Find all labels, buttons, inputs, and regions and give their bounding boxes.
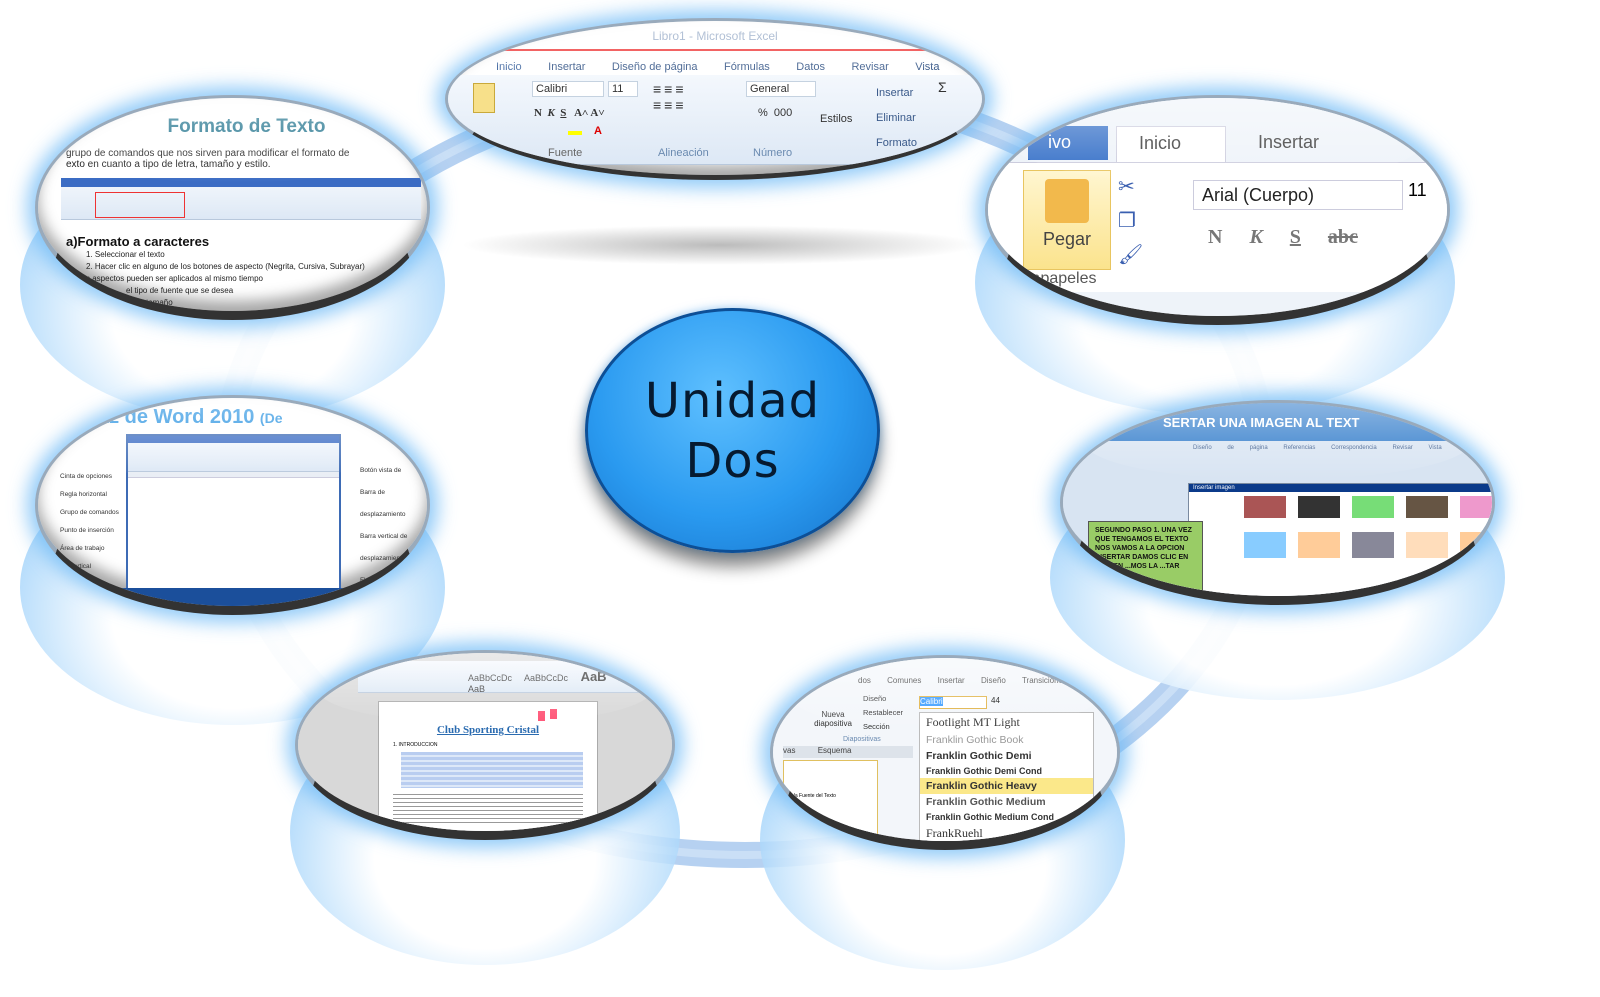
powerpoint-fonts-lens: dos Comunes Insertar Diseño Transiciones… bbox=[770, 655, 1120, 850]
font-option[interactable]: Footlight MT Light bbox=[926, 715, 1020, 729]
size-select[interactable]: 11 bbox=[1408, 180, 1427, 200]
shadow bbox=[460, 225, 980, 265]
format-buttons[interactable]: N K S A˄ A˅ bbox=[534, 107, 605, 119]
section-heading: a)Formato a caracteres bbox=[66, 234, 210, 249]
clipboard-tools[interactable]: ✂❐🖌 bbox=[1118, 176, 1144, 266]
tab-archivo[interactable]: ivo bbox=[1028, 126, 1108, 160]
tab-inicio[interactable]: Inicio bbox=[1116, 126, 1226, 162]
group-numero: Número bbox=[753, 147, 793, 159]
tab-inicio[interactable]: Inicio bbox=[496, 61, 522, 73]
tab-datos[interactable]: Datos bbox=[796, 61, 826, 73]
document-heading: Club Sporting Cristal bbox=[436, 724, 540, 736]
size-select[interactable]: 44 bbox=[991, 696, 1000, 705]
slide-thumbnail: ndo la Fuente del Texto bbox=[783, 760, 878, 841]
font-option-selected[interactable]: Franklin Gothic Heavy bbox=[920, 778, 1093, 794]
word-ribbon-thumbnail bbox=[61, 178, 421, 220]
number-format-select[interactable]: General bbox=[746, 81, 816, 97]
tab-insertar[interactable]: Insertar bbox=[548, 61, 586, 73]
section-heading: 1. INTRODUCCION bbox=[393, 742, 438, 748]
ribbon-tabs: Diseño de página Referencias Corresponde… bbox=[1193, 445, 1442, 451]
intro-text: exto en cuanto a tipo de letra, tamaño y… bbox=[66, 159, 271, 170]
tab-diseno[interactable]: Diseño de página bbox=[611, 61, 698, 73]
clipboard-icon bbox=[1045, 179, 1089, 223]
paste-button[interactable]: Pegar bbox=[1023, 170, 1111, 270]
font-option[interactable]: Franklin Gothic Medium bbox=[926, 796, 1046, 808]
instruction-note: SEGUNDO PASO 1. UNA VEZ QUE TENGAMOS EL … bbox=[1088, 521, 1203, 596]
group-fuente: Fuente bbox=[548, 147, 583, 159]
format-buttons[interactable]: N K S abc bbox=[1208, 226, 1358, 248]
paste-label: Pegar bbox=[1042, 229, 1092, 249]
cells-group: Insertar Eliminar Formato bbox=[876, 81, 917, 156]
font-option[interactable]: Franklin Gothic Demi bbox=[926, 750, 1032, 762]
slide-title: Formato de Texto bbox=[167, 116, 326, 137]
dialog-title: Insertar imagen bbox=[1189, 484, 1492, 492]
insertar-imagen-lens: SERTAR UNA IMAGEN AL TEXT Diseño de pági… bbox=[1060, 400, 1495, 605]
word-home-lens: ivo Inicio Insertar Pegar ✂❐🖌 lapapeles … bbox=[985, 95, 1450, 325]
paste-icon[interactable] bbox=[473, 83, 495, 113]
slide-title: SERTAR UNA IMAGEN AL TEXT bbox=[1163, 415, 1360, 430]
tab-formulas[interactable]: Fórmulas bbox=[723, 61, 770, 73]
formato-texto-lens: Formato de Texto grupo de comandos que n… bbox=[35, 95, 430, 320]
image-thumbnails[interactable] bbox=[1244, 496, 1492, 558]
group-portapapeles: lapapeles bbox=[1028, 270, 1097, 287]
group-alineacion: Alineación bbox=[658, 147, 709, 159]
panel-tabs: vas Esquema bbox=[783, 746, 913, 758]
align-icons[interactable]: ≡≡≡≡≡≡ bbox=[653, 81, 687, 113]
font-option[interactable]: Franklin Gothic Book bbox=[926, 734, 1024, 746]
window-title: Libro1 - Microsoft Excel bbox=[448, 21, 982, 51]
font-group-highlight bbox=[95, 192, 185, 218]
styles-button[interactable]: Estilos bbox=[820, 113, 853, 125]
tab-insertar[interactable]: Insertar bbox=[1258, 132, 1320, 152]
delete-cells-button[interactable]: Eliminar bbox=[876, 112, 916, 124]
insert-image-dialog: Insertar imagen bbox=[1188, 483, 1492, 596]
group-label: Diapositivas bbox=[843, 736, 881, 743]
document-page: Club Sporting Cristal 1. INTRODUCCION bbox=[378, 701, 598, 831]
step-text: 2. Hacer clic en alguno de los botones d… bbox=[86, 262, 365, 271]
font-select[interactable]: Calibri bbox=[532, 81, 604, 97]
slide-title: az de Word 2010 (De bbox=[98, 406, 283, 428]
font-select[interactable]: Calibri bbox=[919, 696, 987, 709]
step-text: tamaño bbox=[146, 298, 173, 307]
sum-icon[interactable]: Σ bbox=[938, 79, 947, 95]
step-text: s aspectos pueden ser aplicados al mismo… bbox=[86, 274, 263, 283]
ribbon-tabs: Inicio Insertar Diseño de página Fórmula… bbox=[448, 51, 982, 75]
font-option[interactable]: Franklin Gothic Demi Cond bbox=[926, 766, 1043, 776]
step-text: 1. Seleccionar el texto bbox=[86, 250, 165, 259]
intro-text: grupo de comandos que nos sirven para mo… bbox=[66, 148, 350, 159]
font-color-icon[interactable]: A bbox=[594, 125, 602, 137]
center-title-line2: Dos bbox=[685, 432, 780, 489]
center-title-line1: Unidad bbox=[644, 372, 821, 429]
step-text: el tipo de fuente que se desea bbox=[126, 286, 234, 295]
excel-ribbon-lens: Libro1 - Microsoft Excel Inicio Insertar… bbox=[445, 18, 985, 180]
font-list: Footlight MT Light Franklin Gothic Book … bbox=[919, 712, 1094, 841]
format-cells-button[interactable]: Formato bbox=[876, 137, 917, 149]
number-buttons[interactable]: % 000 bbox=[758, 107, 793, 119]
tab-vista[interactable]: Vista bbox=[915, 61, 940, 73]
size-select[interactable]: 11 bbox=[608, 81, 638, 97]
font-select[interactable]: Arial (Cuerpo) bbox=[1193, 180, 1403, 210]
new-slide-button[interactable]: Nueva diapositiva bbox=[814, 710, 852, 728]
fill-color-icon[interactable] bbox=[568, 131, 582, 135]
tab-revisar[interactable]: Revisar bbox=[851, 61, 889, 73]
font-option[interactable]: Franklin Gothic Medium Cond bbox=[926, 812, 1054, 822]
word-window-thumbnail bbox=[126, 434, 341, 594]
center-title-bubble: Unidad Dos bbox=[585, 308, 880, 553]
font-option[interactable]: FrankRuehl bbox=[926, 826, 983, 840]
document-lens: AaBbCcDc AaBbCcDc AaB AaBbCc AaB Club Sp… bbox=[295, 650, 675, 840]
styles-gallery[interactable]: AaBbCcDc AaBbCcDc AaB AaBbCc AaB bbox=[358, 661, 668, 694]
insert-cells-button[interactable]: Insertar bbox=[876, 87, 914, 99]
ribbon-tabs: dos Comunes Insertar Diseño Transiciones bbox=[858, 676, 1067, 685]
